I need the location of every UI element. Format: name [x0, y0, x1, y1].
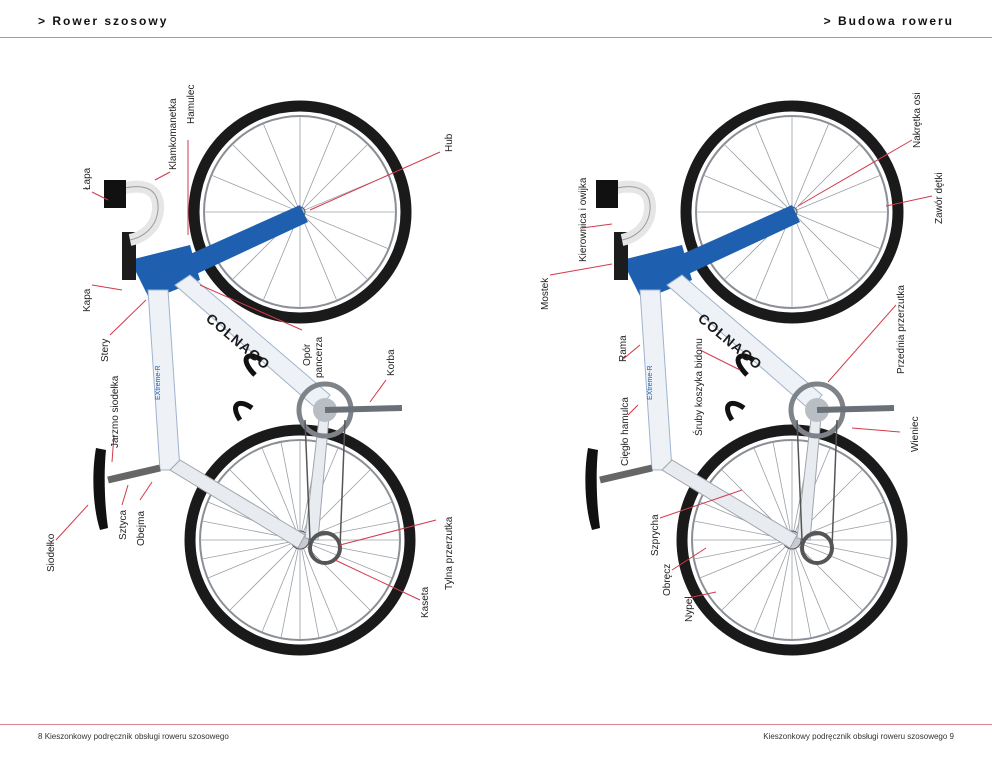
label-zawor-detki: Zawór dętki: [934, 172, 945, 224]
label-obrecz: Obręcz: [662, 564, 673, 596]
label-stery: Stery: [100, 339, 111, 362]
right-bike: COLNAGO EXtreme-R: [585, 106, 902, 650]
label-korba: Korba: [386, 349, 397, 376]
label-obejma: Obejma: [136, 511, 147, 546]
label-rama: Rama: [618, 335, 629, 362]
label-szprycha: Szprycha: [650, 514, 661, 556]
label-lapa: Łapa: [82, 167, 93, 190]
label-sruby-koszyka: Śruby koszyka bidonu: [692, 338, 705, 436]
label-nypel: Nypel: [684, 596, 695, 622]
label-przednia-przerzutka: Przednia przerzutka: [896, 285, 907, 374]
label-hub: Hub: [444, 133, 455, 152]
frame-model-right: EXtreme-R: [647, 365, 654, 400]
label-wieniec: Wieniec: [910, 416, 921, 452]
label-opor: Opór: [302, 343, 313, 366]
label-kaseta: Kaseta: [420, 586, 431, 618]
label-mostek: Mostek: [540, 277, 551, 310]
label-klamkomanetka: Klamkomanetka: [168, 98, 179, 170]
frame-model-left: EXtreme-R: [155, 365, 162, 400]
label-ciegno-hamulca: Cięgło hamulca: [620, 397, 631, 466]
label-pancerza: pancerza: [314, 336, 325, 378]
label-hamulec: Hamulec: [186, 85, 197, 124]
label-tylna-przerzutka: Tylna przerzutka: [444, 516, 455, 590]
label-kapa: Kapa: [82, 288, 93, 312]
label-nakretka-osi: Nakrętka osi: [912, 92, 923, 148]
label-siodelko: Siodełko: [46, 533, 57, 572]
label-sztyca: Sztyca: [118, 510, 129, 540]
label-jarzmo-siodelka: Jarzmo siodełka: [110, 375, 121, 448]
label-kierownica-owijka: Kierownica i owijka: [578, 177, 589, 262]
left-bike: COLNAGO COLNAGO EXtreme-R: [93, 106, 410, 650]
